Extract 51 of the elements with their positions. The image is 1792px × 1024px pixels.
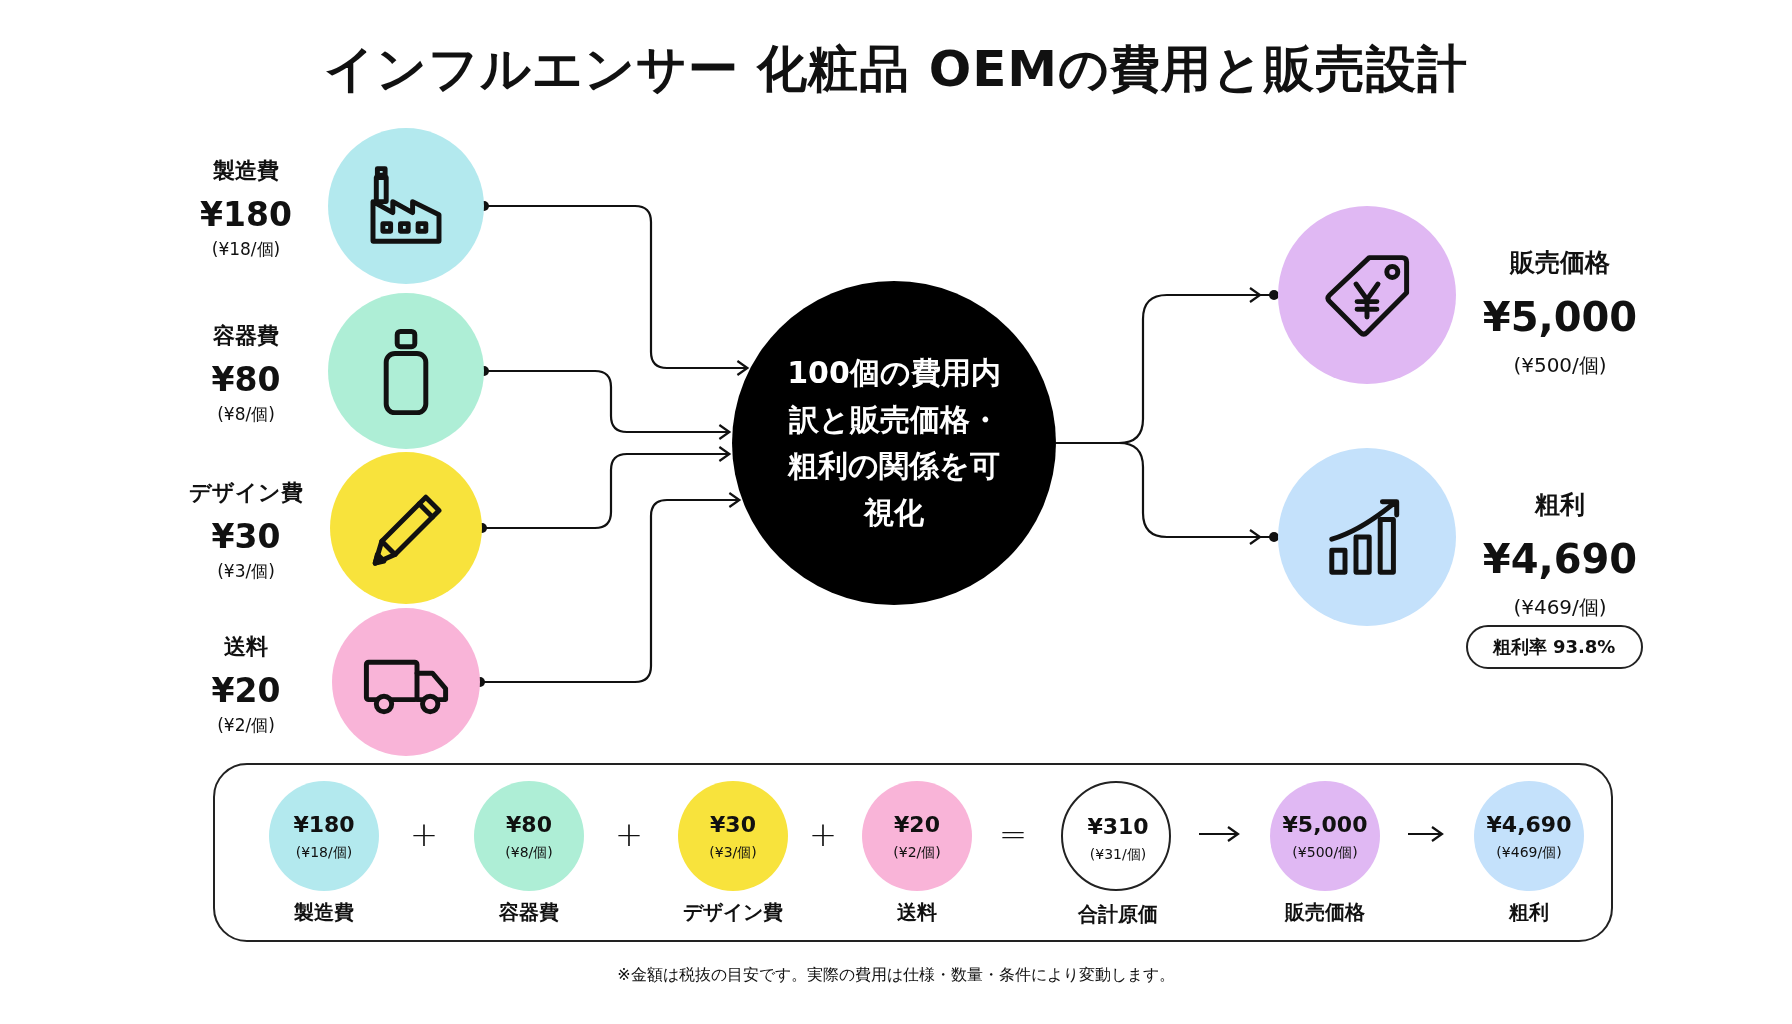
category-label: 合計原価 [1078, 900, 1158, 928]
category-label: デザイン費 [189, 479, 303, 507]
amount-text: ¥180 [293, 811, 355, 837]
operator-sign: + [808, 814, 838, 854]
category-label: 容器費 [213, 322, 279, 350]
rate-pill [1465, 625, 1643, 669]
amount-text: ¥20 [211, 670, 281, 710]
amount-text: ¥30 [211, 516, 281, 556]
amount-text: ¥4,690 [1482, 536, 1638, 582]
unit-price-text: (¥8/個) [505, 844, 553, 862]
summary-panel [213, 763, 1613, 942]
footnote-text: ※金額は税抜の目安です。実際の費用は仕様・数量・条件により変動します。 [617, 964, 1175, 986]
circle-text: 100個の費用内訳と販売価格・粗利の関係を可視化 [786, 354, 1002, 532]
unit-price-text: (¥18/個) [295, 844, 353, 862]
amount-text: ¥30 [710, 811, 756, 837]
operator-sign: + [614, 814, 644, 854]
arrow [1199, 825, 1240, 843]
unit-price-text: (¥18/個) [211, 237, 281, 261]
unit-price-text: (¥2/個) [217, 713, 275, 737]
category-label: 送料 [897, 898, 937, 926]
title: インフルエンサー 化粧品 OEMの費用と販売設計 [323, 38, 1469, 100]
category-label: 販売価格 [1510, 246, 1610, 279]
category-label: 容器費 [499, 898, 559, 926]
amount-text: ¥20 [894, 811, 940, 837]
category-label: 粗利 [1509, 898, 1549, 926]
category-label: 製造費 [294, 898, 354, 926]
category-label: 送料 [224, 633, 268, 661]
operator-sign: = [998, 814, 1028, 854]
category-label: 粗利 [1535, 488, 1585, 521]
operator-sign: + [409, 814, 439, 854]
unit-price-text: (¥500/個) [1513, 351, 1607, 379]
unit-price-text: (¥469/個) [1496, 844, 1562, 862]
amount-text: ¥80 [506, 811, 552, 837]
amount-text: ¥4,690 [1486, 811, 1572, 837]
amount-text: ¥310 [1087, 813, 1149, 839]
amount-text: ¥180 [200, 194, 292, 234]
unit-price-text: (¥2/個) [893, 844, 941, 862]
unit-price-text: (¥500/個) [1292, 844, 1358, 862]
arrow [1408, 825, 1444, 843]
unit-price-text: (¥3/個) [709, 844, 757, 862]
amount-text: ¥80 [211, 359, 281, 399]
unit-price-text: (¥3/個) [217, 559, 275, 583]
category-label: 製造費 [213, 157, 279, 185]
amount-text: ¥5,000 [1482, 294, 1638, 340]
unit-price-text: (¥8/個) [217, 402, 275, 426]
unit-price-text: (¥469/個) [1513, 593, 1607, 621]
rate-text: 粗利率 93.8% [1492, 635, 1616, 659]
amount-text: ¥5,000 [1282, 811, 1368, 837]
unit-price-text: (¥31/個) [1089, 846, 1147, 864]
category-label: デザイン費 [683, 898, 783, 926]
category-label: 販売価格 [1285, 898, 1365, 926]
